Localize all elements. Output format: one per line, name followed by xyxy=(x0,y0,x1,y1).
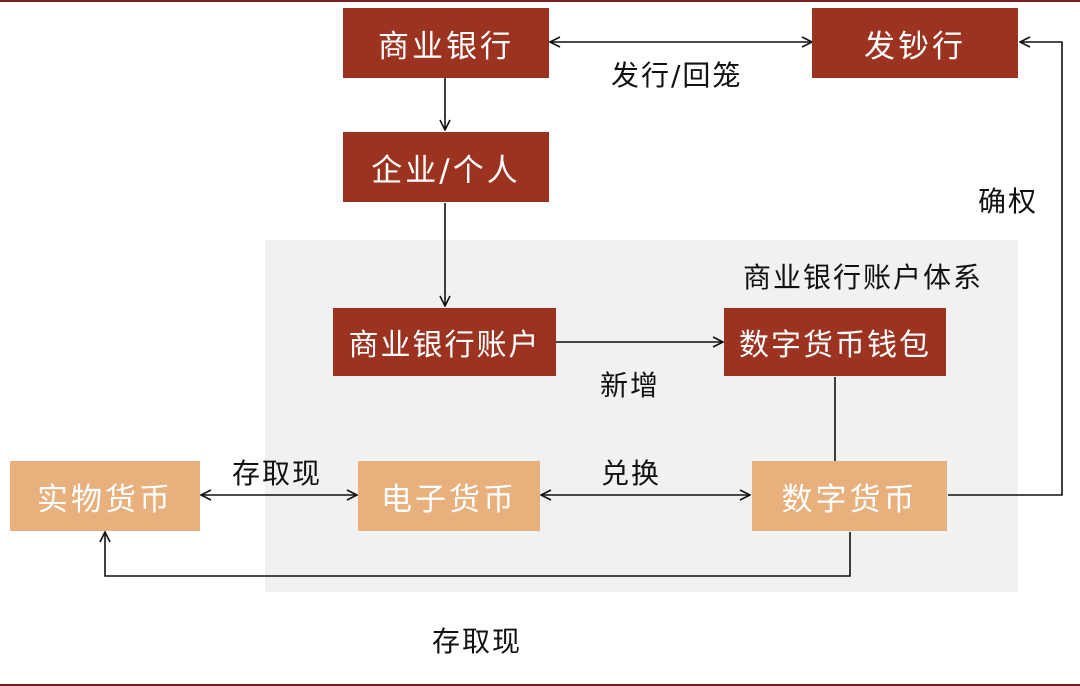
node-electronic-currency: 电子货币 xyxy=(358,461,540,531)
label-exchange: 兑换 xyxy=(601,457,662,490)
label-account-system: 商业银行账户体系 xyxy=(743,261,984,294)
label-confirm-right: 确权 xyxy=(978,185,1039,218)
label-issue-recall: 发行/回笼 xyxy=(611,59,743,92)
top-rule xyxy=(0,0,1080,2)
node-commercial-bank: 商业银行 xyxy=(343,8,549,78)
node-digital-wallet: 数字货币钱包 xyxy=(724,308,946,376)
label-new-add: 新增 xyxy=(600,369,661,402)
label-deposit-withdraw-top: 存取现 xyxy=(232,457,323,490)
node-physical-currency: 实物货币 xyxy=(10,461,200,531)
node-bank-account: 商业银行账户 xyxy=(333,308,556,376)
bottom-rule xyxy=(0,684,1080,686)
node-enterprise-individual: 企业/个人 xyxy=(343,132,549,202)
node-digital-currency: 数字货币 xyxy=(752,461,947,531)
node-issuing-bank: 发钞行 xyxy=(812,8,1018,78)
label-deposit-withdraw-bottom: 存取现 xyxy=(432,625,523,658)
